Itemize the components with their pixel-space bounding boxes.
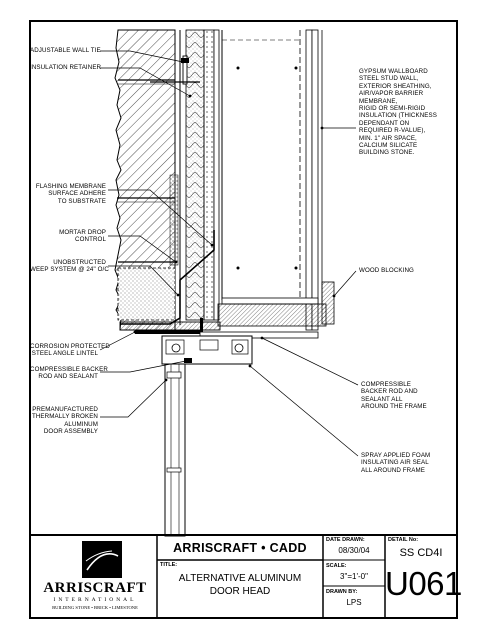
scale-value: 3"=1'-0" [340,572,368,581]
callout-spray-foam: SPRAY APPLIED FOAM INSULATING AIR SEAL A… [361,452,431,474]
arriscraft-logo-emblem [82,541,122,578]
logo-tagline: BUILDING STONE • BRICK • LIMESTONE [52,605,138,610]
detail-label: DETAIL No: [388,537,419,543]
leader-dots [133,60,336,382]
callout-wall-assembly: GYPSUM WALLBOARD STEEL STUD WALL, EXTERI… [359,68,437,157]
door-frame [161,335,253,537]
callout-compressible-backer-rod: COMPRESSIBLE BACKER ROD AND SEALANT [30,366,108,381]
leader-lines [99,50,359,457]
drawn-by-value: LPS [346,598,362,607]
stone-veneer [114,29,179,331]
head-structure [119,281,335,339]
logo-subtitle: INTERNATIONAL [53,597,137,603]
detail-number: U061 [385,565,462,602]
callout-mortar-drop-control: MORTAR DROP CONTROL [59,229,106,244]
callout-wood-blocking: WOOD BLOCKING [359,267,414,274]
logo-wordmark: ARRISCRAFT [43,580,147,596]
date-label: DATE DRAWN: [326,537,365,543]
title-label: TITLE: [160,562,178,568]
scale-label: SCALE: [326,563,347,569]
title-block-frame [30,534,457,618]
wall-tie [150,55,200,85]
callout-weep-system: UNOBSTRUCTED WEEP SYSTEM @ 24" O/C [30,259,109,274]
callout-backer-rod-frame: COMPRESSIBLE BACKER ROD AND SEALANT ALL … [361,381,427,411]
sheet-border [29,20,458,619]
callout-door-assembly: PREMANUFACTURED THERMALLY BROKEN ALUMINU… [31,406,98,436]
callout-steel-angle-lintel: CORROSION PROTECTED STEEL ANGLE LINTEL [30,343,110,358]
callout-insulation-retainer: INSULATION RETAINER [30,64,102,71]
callout-adjustable-wall-tie: ADJUSTABLE WALL TIE [30,47,101,54]
wall-layers [179,29,323,331]
drawn-by-label: DRAWN BY: [326,589,358,595]
date-value: 08/30/04 [338,546,370,555]
drawing-title: ALTERNATIVE ALUMINUM DOOR HEAD [178,573,302,597]
company-header: ARRISCRAFT • CADD [173,541,307,555]
callout-flashing-membrane: FLASHING MEMBRANE SURFACE ADHERE TO SUBS… [35,183,106,205]
detail-code: SS CD4I [399,547,443,559]
